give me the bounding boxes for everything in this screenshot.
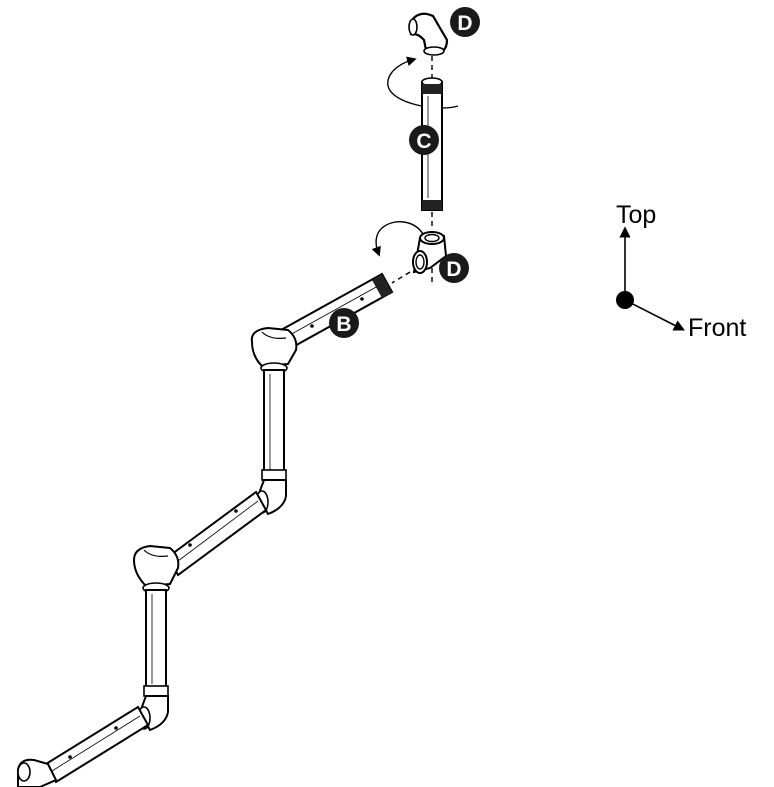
vertical-pipe-tag: C <box>409 125 439 155</box>
top-elbow-tag-letter: D <box>457 12 472 35</box>
front-axis-arrow <box>624 299 685 331</box>
lower-elbow-tag: D <box>439 253 469 283</box>
upper-tee-fitting <box>250 326 298 374</box>
lower-tee-fitting <box>132 544 180 594</box>
lower-elbow-fitting <box>412 231 448 274</box>
upper-vertical-pipe <box>261 369 287 481</box>
rotation-arrow-lower-icon <box>371 221 424 257</box>
bottom-end-fitting <box>17 758 58 787</box>
front-axis-label: Front <box>688 314 746 342</box>
top-elbow-fitting <box>408 12 449 56</box>
lower-elbow-tag-letter: D <box>446 258 461 281</box>
pipe-b-tag: B <box>329 308 359 338</box>
middle-diagonal-pipe <box>166 490 268 577</box>
top-axis-label: Top <box>616 201 656 229</box>
orientation-indicator: Top Front <box>616 201 746 342</box>
lower-vertical-pipe <box>143 589 169 697</box>
top-elbow-tag: D <box>450 7 480 37</box>
alignment-line-b <box>391 271 411 284</box>
origin-dot <box>616 291 634 309</box>
pipe-b-tag-letter: B <box>336 313 351 336</box>
bottom-diagonal-pipe <box>44 705 150 784</box>
vertical-pipe-tag-letter: C <box>416 130 431 153</box>
